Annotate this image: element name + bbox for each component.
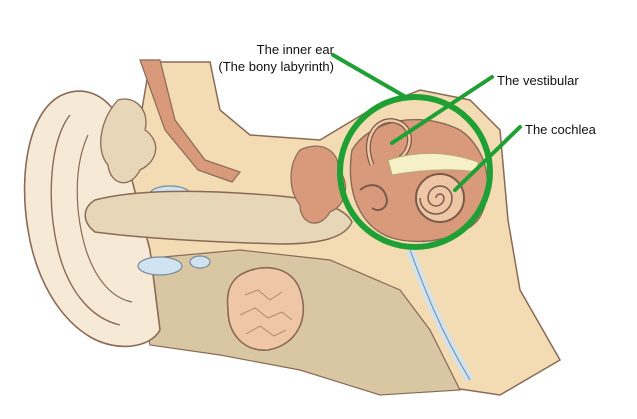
semicircular-canal-inner [367,119,411,166]
cochlea-spiral [419,185,453,215]
pinna-inner-fold [76,134,133,303]
pointer-cochlea [453,125,522,192]
ear-canal [84,190,353,245]
upper-skin [139,59,242,183]
mastoid-cells [239,289,293,337]
pinna-fold [50,114,121,326]
inner-ear-highlight-circle [337,94,493,250]
label-vestibular: The vestibular [497,73,579,88]
fluid-pocket-3 [189,255,211,269]
blue-channel-outline [409,249,471,381]
pointer-inner-ear [331,53,406,98]
pointer-vestibular [390,75,494,145]
label-inner-ear: The inner ear (The bony labyrinth) [0,41,334,75]
ossicles [359,184,388,212]
nerve-fibers [387,153,479,176]
fluid-pocket-2 [137,256,183,276]
cochlea [415,173,465,223]
label-inner-ear-line1: The inner ear [256,42,334,57]
mastoid-bone [226,266,304,351]
middle-ear-tissue [290,145,347,224]
label-inner-ear-line2: (The bony labyrinth) [218,59,334,74]
label-cochlea: The cochlea [525,122,596,137]
cartilage-upper [100,98,157,184]
